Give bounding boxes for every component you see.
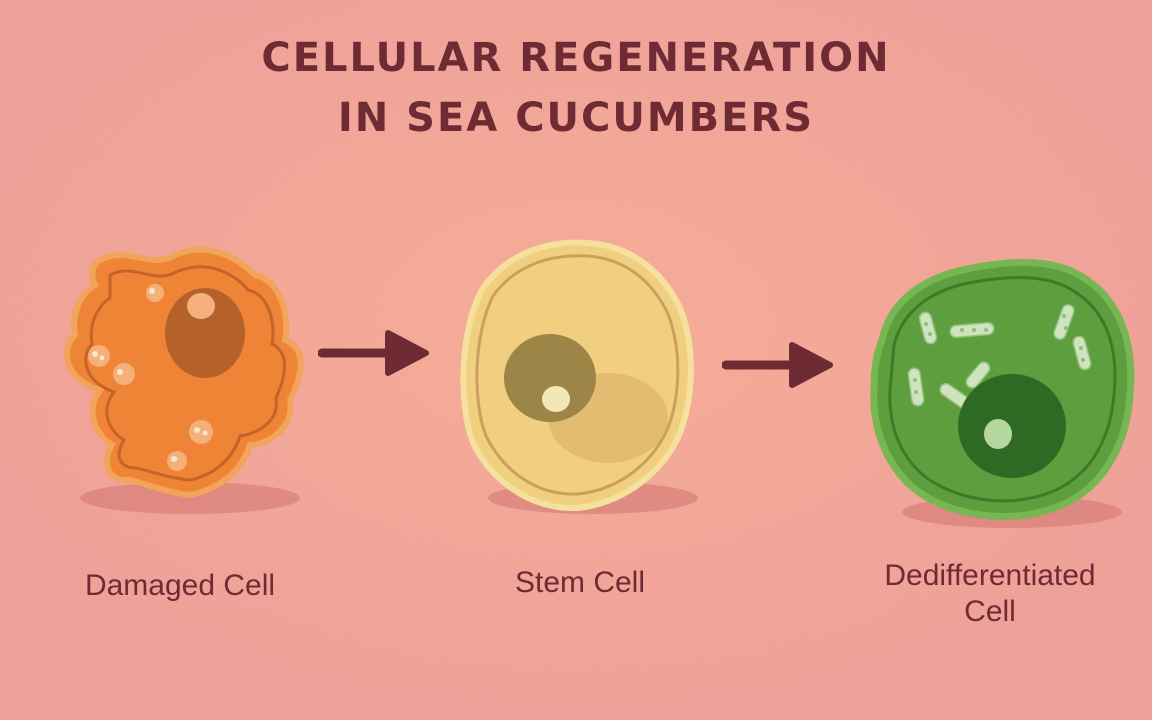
damaged-cell-illustration (64, 246, 304, 514)
damaged-cell-label: Damaged Cell (84, 569, 276, 602)
nucleus (165, 288, 245, 378)
nucleus (504, 334, 596, 422)
diagram-title-line-1: CELLULAR REGENERATION (261, 35, 891, 81)
dedifferentiated-cell-label: Dedifferentiated Cell (850, 558, 1130, 630)
dedifferentiated-cell-label-line-2: Cell (964, 595, 1016, 628)
nucleus (958, 374, 1066, 478)
stem-cell-label: Stem Cell (514, 566, 646, 599)
arrow-right-icon (722, 342, 833, 388)
dedifferentiated-cell-illustration (870, 258, 1135, 528)
stem-cell-illustration (460, 239, 698, 514)
diagram-title-line-2: IN SEA CUCUMBERS (337, 95, 815, 141)
arrow-right-icon (318, 330, 429, 376)
dedifferentiated-cell-label-line-1: Dedifferentiated (884, 559, 1096, 592)
